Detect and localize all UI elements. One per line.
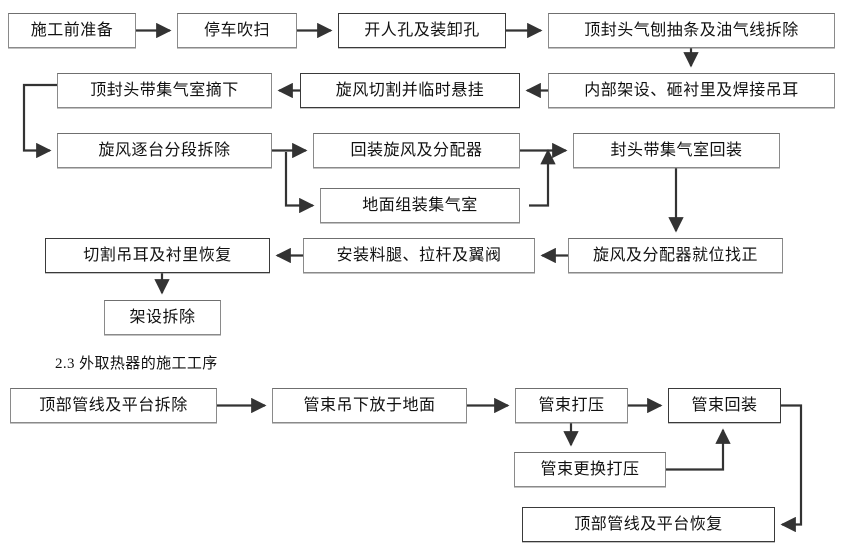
process-box-n5[interactable]: 内部架设、砸衬里及焊接吊耳: [548, 73, 835, 108]
connector-c9: [284, 152, 315, 214]
process-box-n4[interactable]: 顶封头气刨抽条及油气线拆除: [548, 13, 835, 48]
process-box-n12[interactable]: 旋风及分配器就位找正: [568, 238, 783, 273]
process-box-n9[interactable]: 回装旋风及分配器: [313, 133, 520, 168]
process-box-n8[interactable]: 旋风逐台分段拆除: [57, 133, 272, 168]
connector-c20: [666, 428, 731, 471]
process-box-n11[interactable]: 地面组装集气室: [320, 188, 520, 223]
process-box-m2[interactable]: 管束吊下放于地面: [272, 388, 467, 423]
connector-c21: [780, 404, 803, 533]
process-box-n1[interactable]: 施工前准备: [8, 13, 136, 48]
process-box-n7[interactable]: 顶封头带集气室摘下: [57, 73, 272, 108]
process-box-m5[interactable]: 管束更换打压: [514, 452, 666, 487]
process-box-n6[interactable]: 旋风切割并临时悬挂: [300, 73, 520, 108]
connector-c7: [22, 83, 57, 159]
process-box-n10[interactable]: 封头带集气室回装: [573, 133, 780, 168]
process-box-n2[interactable]: 停车吹扫: [177, 13, 297, 48]
process-box-n14[interactable]: 切割吊耳及衬里恢复: [45, 238, 270, 273]
process-box-m1[interactable]: 顶部管线及平台拆除: [10, 388, 217, 423]
process-box-m6[interactable]: 顶部管线及平台恢复: [522, 507, 775, 542]
section-heading: 2.3 外取热器的施工工序: [55, 356, 218, 372]
process-box-n13[interactable]: 安装料腿、拉杆及翼阀: [303, 238, 535, 273]
connector-c11: [529, 148, 556, 207]
process-box-m3[interactable]: 管束打压: [515, 388, 628, 423]
process-box-n3[interactable]: 开人孔及装卸孔: [338, 13, 506, 48]
process-box-m4[interactable]: 管束回装: [668, 388, 781, 423]
process-box-n15[interactable]: 架设拆除: [104, 300, 221, 335]
